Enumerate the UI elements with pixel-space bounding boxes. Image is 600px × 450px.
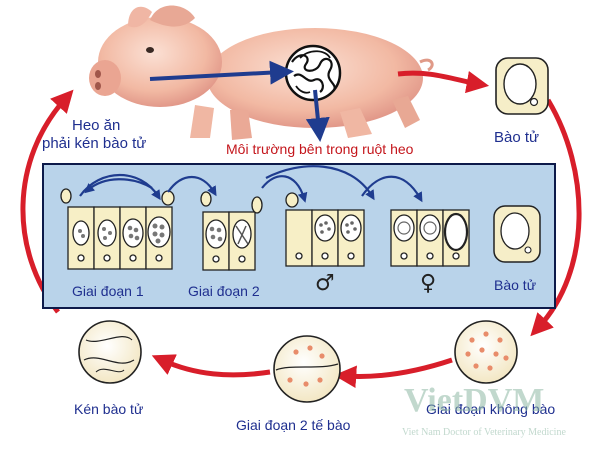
stage2-nuclei (209, 225, 249, 245)
no-cell-stage-label: Giai đoạn không bào (426, 401, 556, 417)
panel-arc-to-male (261, 175, 308, 203)
cyst-label: Kén bào tử (74, 401, 144, 417)
watermark-tagline: Viet Nam Doctor of Veterinary Medicine (402, 427, 566, 438)
pig-intestine-label: Môi trường bên trong ruột heo (226, 141, 414, 157)
ingestion-arrow (149, 60, 294, 85)
panel-arc-to-stage2 (167, 176, 217, 197)
male-symbol: ♂ (315, 271, 335, 296)
two-cell-stage-label: Giai đoạn 2 tế bào (236, 417, 351, 433)
two-cell-stage-circle (273, 335, 341, 403)
male-gamete-cells (285, 192, 365, 267)
intestine-circle (284, 44, 342, 102)
stage2-cells (200, 191, 263, 271)
spore-top-label: Bào tử (494, 129, 540, 146)
pig-illustration (89, 5, 434, 140)
cycle-arrow-to-cyst (151, 354, 271, 378)
male-nuclei (319, 221, 357, 234)
cyst-circle (78, 320, 142, 384)
panel-arc-long (265, 165, 375, 201)
spore-panel (493, 205, 541, 263)
panel-arc-to-female (361, 175, 423, 203)
female-nuclei (397, 221, 437, 235)
intestine-down-arrow (305, 89, 330, 142)
stage1-label: Giai đoạn 1 (72, 283, 144, 299)
female-gamete-cells (390, 209, 470, 267)
watermark-logo: VietDVM (404, 382, 545, 419)
stage2-label: Giai đoạn 2 (188, 283, 260, 299)
female-symbol: ♀ (420, 271, 437, 296)
pig-eats-cyst-line2: phải kén bào tử (42, 135, 147, 152)
cycle-arrow-to-cell2 (333, 357, 453, 388)
stage1-nuclei (78, 223, 165, 244)
pig-eats-cyst-line1: Heo ăn (72, 117, 121, 134)
stage1-cells (60, 188, 175, 270)
no-cell-stage-circle (454, 320, 518, 384)
cycle-arrow-to-spore (397, 70, 490, 94)
panel-arc-stage1-back (84, 178, 153, 194)
spore-top (495, 57, 549, 115)
spore-panel-label: Bào tử (494, 277, 537, 293)
